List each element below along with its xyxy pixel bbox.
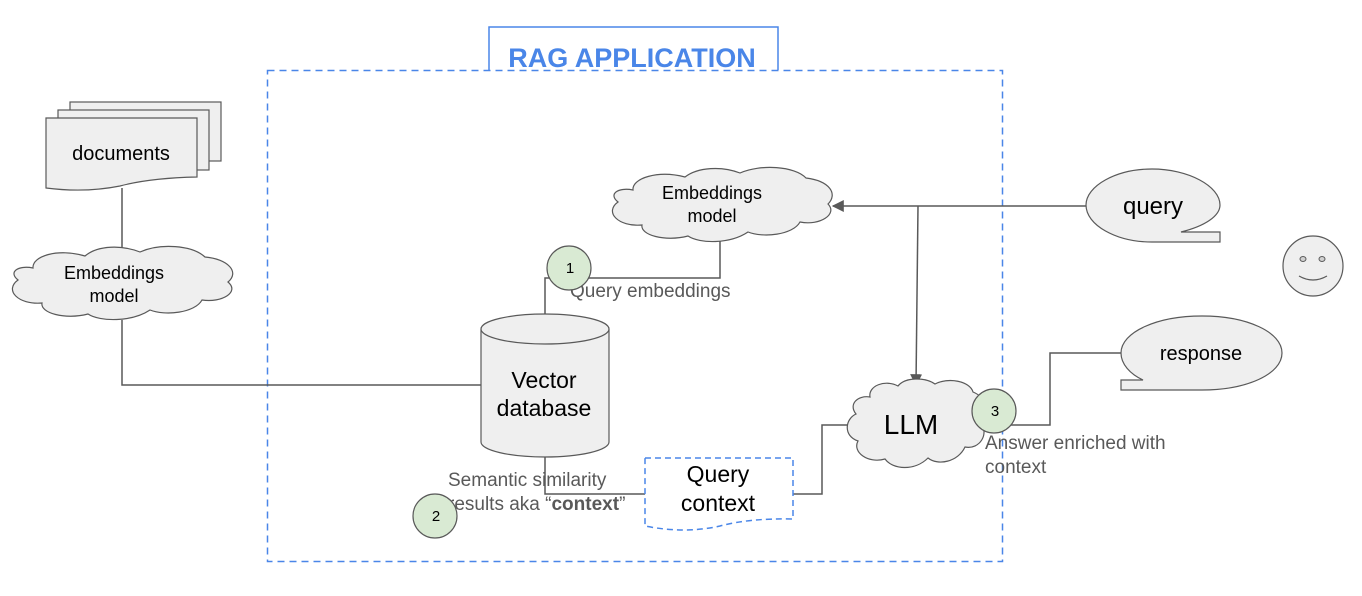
connector-query-embeddings bbox=[544, 240, 721, 315]
query-embeddings-label: Query embeddings bbox=[570, 281, 731, 302]
semantic-similarity-label-2: results aka “context” bbox=[448, 494, 625, 515]
documents-label: documents bbox=[72, 143, 170, 165]
answer-enriched-label-2: context bbox=[985, 457, 1047, 478]
response-label: response bbox=[1160, 343, 1242, 365]
cloud-shape bbox=[846, 378, 987, 469]
query-label: query bbox=[1123, 193, 1183, 220]
llm-node: LLM bbox=[846, 378, 987, 469]
speech-bubble-shape bbox=[1120, 315, 1283, 391]
answer-enriched-label-1: Answer enriched with bbox=[985, 433, 1166, 454]
vector-database: Vector database bbox=[480, 313, 610, 458]
embeddings-top-label-2: model bbox=[687, 206, 736, 226]
step-1-badge: 1 bbox=[546, 245, 592, 291]
diagram-title: RAG APPLICATION bbox=[508, 43, 756, 73]
step-3-number: 3 bbox=[991, 403, 999, 420]
query-context-shape bbox=[644, 457, 794, 531]
query-context-label-1: Query bbox=[687, 461, 750, 487]
semantic-similarity-label-1: Semantic similarity bbox=[448, 470, 607, 491]
step-2-badge: 2 bbox=[412, 493, 458, 539]
connector-context-llm bbox=[793, 424, 856, 495]
embeddings-model-top: Embeddings model bbox=[611, 166, 833, 243]
query-context-label-2: context bbox=[681, 490, 756, 516]
cloud-shape bbox=[611, 166, 833, 243]
connector-llm-response bbox=[975, 352, 1122, 426]
user-smiley-icon bbox=[1282, 235, 1344, 297]
document-shape bbox=[45, 117, 198, 191]
cylinder-top bbox=[480, 313, 610, 345]
vector-label-1: Vector bbox=[511, 367, 577, 393]
rag-application-boundary bbox=[266, 69, 1004, 563]
query-context: Query context bbox=[644, 457, 794, 531]
llm-label: LLM bbox=[884, 409, 938, 440]
documents-stack: documents bbox=[45, 101, 222, 191]
vector-label-2: database bbox=[497, 395, 592, 421]
title-box: RAG APPLICATION bbox=[488, 26, 779, 73]
connector-vector-context bbox=[544, 457, 645, 495]
step-1-number: 1 bbox=[566, 260, 574, 277]
cloud-shape bbox=[11, 245, 234, 321]
connector-embeddings-vector bbox=[121, 320, 481, 386]
speech-bubble-shape bbox=[1085, 168, 1221, 243]
connector-query-llm-arrow bbox=[910, 205, 923, 387]
embeddings-model-left: Embeddings model bbox=[11, 245, 234, 321]
embeddings-top-label-1: Embeddings bbox=[662, 183, 762, 203]
step-2-number: 2 bbox=[432, 508, 440, 525]
response-bubble: response bbox=[1120, 315, 1283, 391]
step-3-badge: 3 bbox=[971, 388, 1017, 434]
embeddings-left-label-1: Embeddings bbox=[64, 263, 164, 283]
connectors bbox=[121, 188, 1122, 495]
embeddings-left-label-2: model bbox=[89, 286, 138, 306]
query-bubble: query bbox=[1085, 168, 1221, 243]
